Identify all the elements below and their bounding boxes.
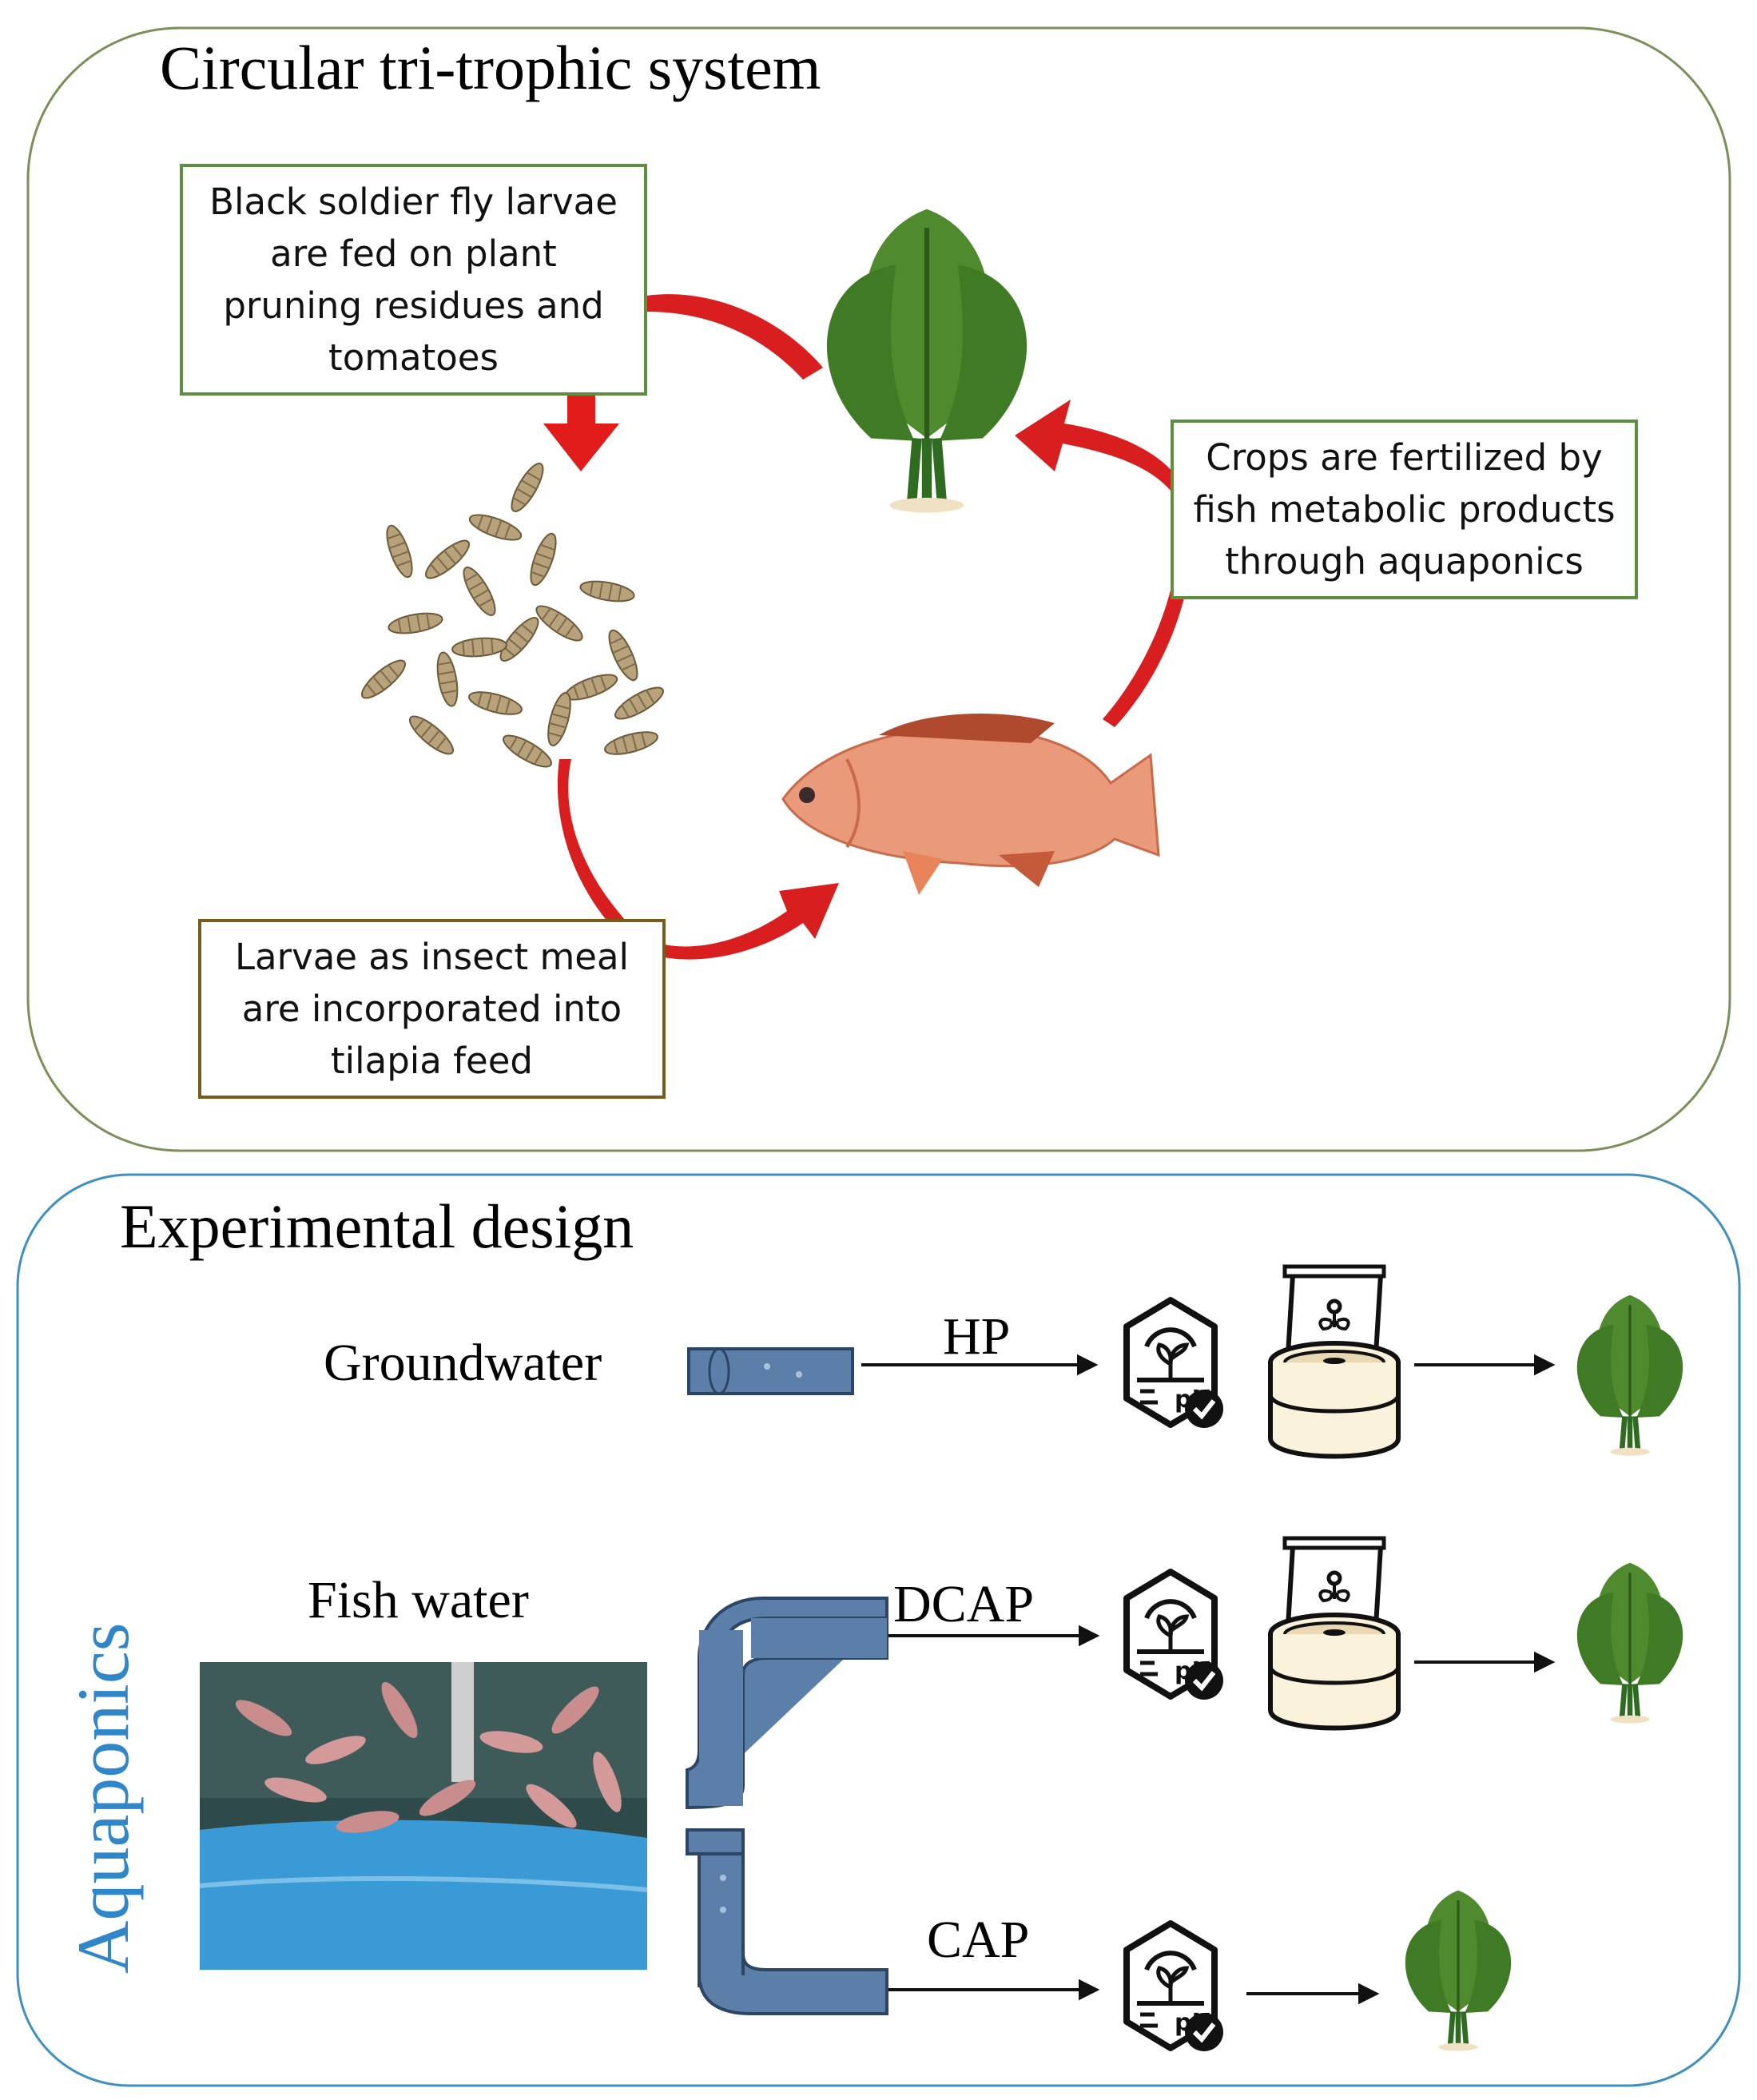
fish-tank-photo [199,1662,648,1970]
top-panel-border [26,26,1731,1152]
ph-check-icon-cap [1127,1923,1223,2051]
red-arrow-down-to-larvae [543,396,619,471]
fish-water-label: Fish water [308,1571,529,1629]
bottom-panel-border [16,1173,1741,2087]
leafy-plant-icon-dcap [1577,1563,1683,1724]
red-arrow-fish-to-crops [1015,400,1193,727]
ph-check-icon-hp [1127,1300,1223,1428]
groundwater-pipe-icon [687,1347,854,1395]
larvae-feed-box: Black soldier fly larvae are fed on plan… [180,164,647,396]
fish-water-pipe-lower [686,1828,888,2015]
bottom-panel-title: Experimental design [120,1191,634,1261]
flow-arrows [861,1354,1556,2005]
larvae-pile-image [356,459,668,774]
insect-meal-box: Larvae as insect meal are incorporated i… [198,919,666,1099]
leafy-plant-icon [827,209,1027,513]
ph-check-icon-dcap [1127,1572,1223,1700]
tilapia-fish-image [781,714,1160,895]
red-arrow-larvae-to-crops [647,294,823,380]
fertilizer-container-icon-hp [1270,1267,1398,1457]
fertilizer-container-icon-dcap [1270,1538,1398,1728]
leafy-plant-icon-hp [1577,1295,1683,1456]
crops-fertilized-box: Crops are fertilized by fish metabolic p… [1171,420,1638,599]
leafy-plant-icon-cap [1405,1891,1511,2051]
fish-water-pipe-upper [686,1597,888,1810]
cap-label: CAP [927,1911,1030,1969]
groundwater-label: Groundwater [324,1334,602,1392]
dcap-label: DCAP [893,1575,1035,1633]
hp-label: HP [943,1307,1011,1366]
aquaponics-label: Aquaponics [62,1623,144,1974]
top-panel-title: Circular tri-trophic system [160,33,821,102]
